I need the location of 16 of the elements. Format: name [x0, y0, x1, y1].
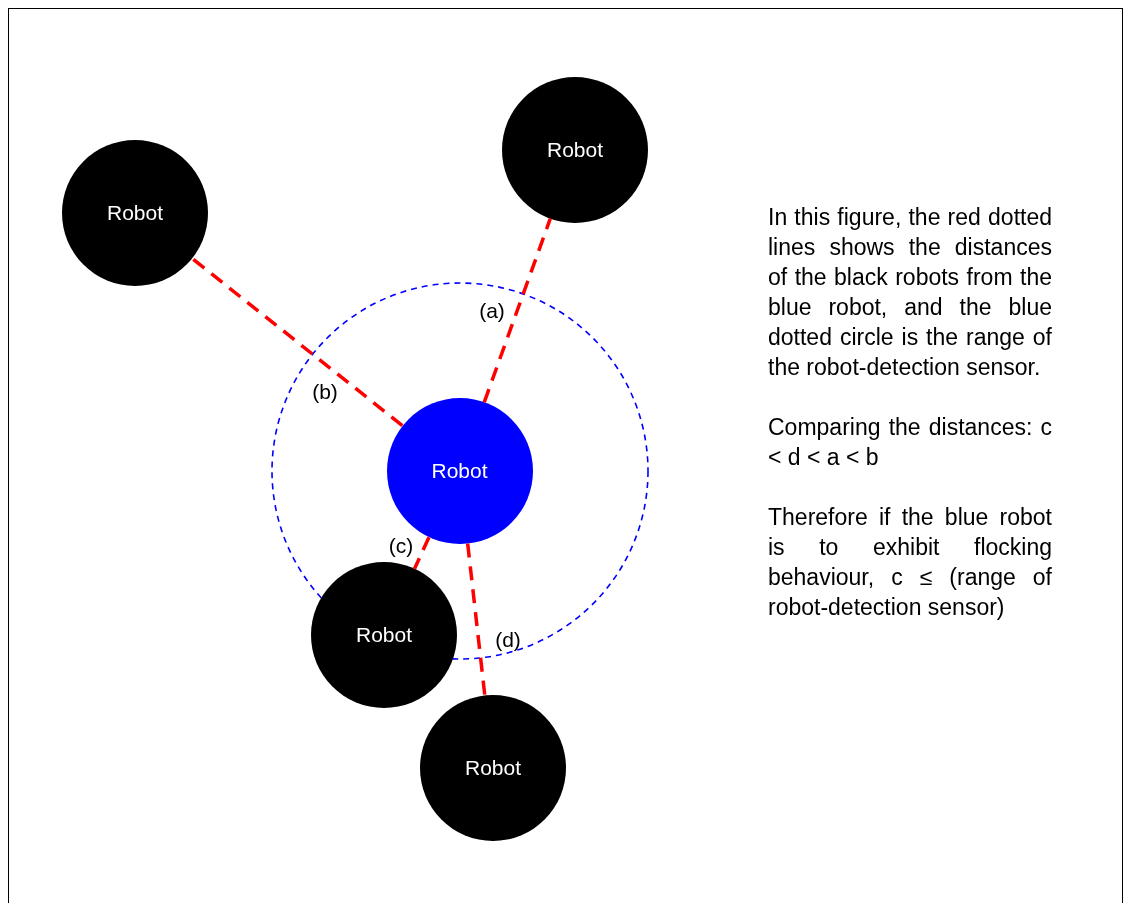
distance-line [465, 543, 487, 696]
edge-label: (b) [312, 380, 338, 404]
edge-label: (c) [388, 534, 414, 558]
edge-label: (d) [495, 628, 521, 652]
edge-label: (a) [479, 299, 505, 323]
distance-line [191, 257, 404, 427]
distance-line [482, 218, 552, 403]
robot-label: Robot [106, 201, 163, 225]
robot-label: Robot [431, 459, 488, 483]
note-paragraph: In this figure, the red dotted lines shows the distances of the black robots from the blue robot, and the blue dotted circle is the range of the robot-detection sensor. [768, 203, 1052, 382]
robot-label: Robot [464, 756, 521, 780]
robot-label: Robot [355, 623, 412, 647]
robot-label: Robot [546, 138, 603, 162]
distance-line [412, 536, 431, 570]
note-paragraph: Therefore if the blue robot is to exhibit flocking behaviour, c ≤ (range of robot-detection sensor) [768, 503, 1052, 622]
note-paragraph: Comparing the distances: c < d < a < b [768, 413, 1052, 472]
